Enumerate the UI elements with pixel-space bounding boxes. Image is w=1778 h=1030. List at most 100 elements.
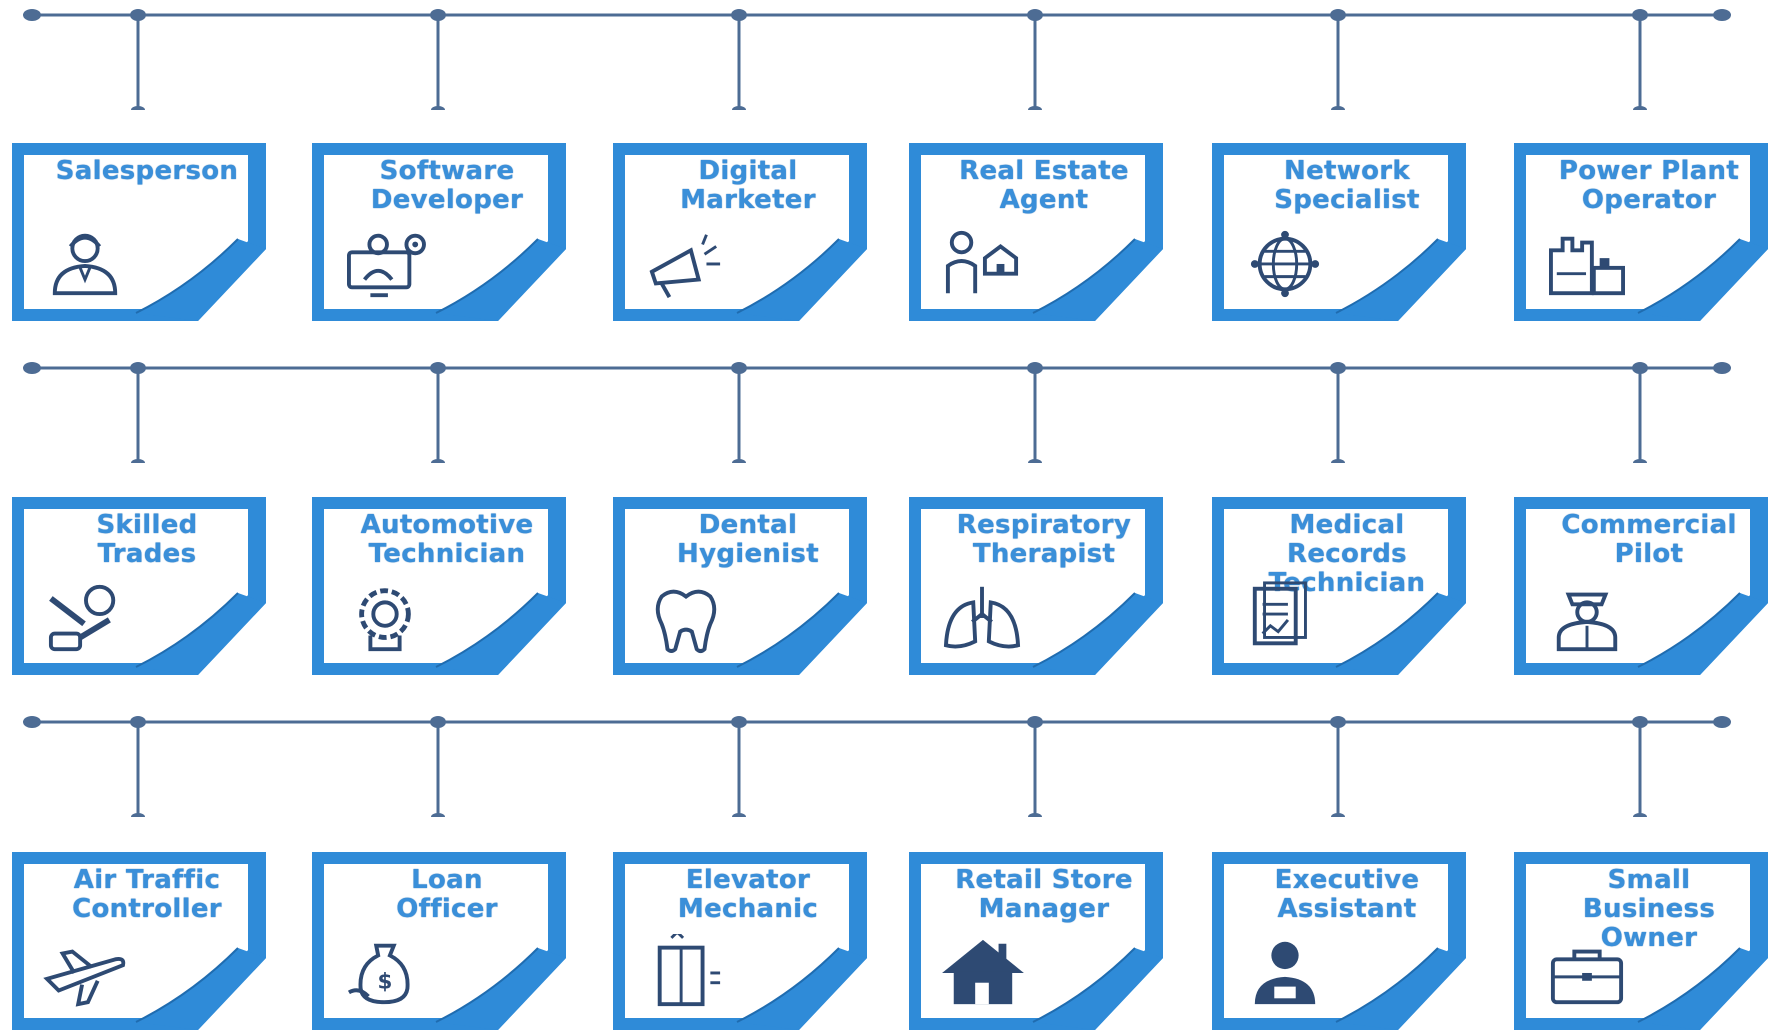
- timeline-line: [23, 362, 1731, 463]
- store-icon: [937, 934, 1027, 1010]
- connector-end: [1331, 813, 1345, 817]
- page-curl: [436, 593, 566, 675]
- connector-end: [1633, 813, 1647, 817]
- card-frame: [312, 497, 566, 675]
- connector-end: [1331, 459, 1345, 463]
- megaphone-icon: [641, 225, 731, 301]
- timeline-line: [23, 9, 1731, 110]
- card-title: Skilled Trades: [96, 510, 198, 569]
- card-title: Elevator Mechanic: [677, 865, 819, 924]
- developer-icon: [340, 225, 430, 301]
- page-curl: [136, 593, 266, 675]
- page-curl: [136, 239, 266, 321]
- card-title: Power Plant Operator: [1558, 156, 1740, 215]
- career-card: Respiratory Therapist: [909, 497, 1163, 675]
- card-title: Small Business Owner: [1582, 865, 1716, 953]
- connector-end: [1028, 813, 1042, 817]
- connector-end: [1331, 106, 1345, 110]
- page-curl: [1638, 948, 1768, 1030]
- card-frame: [1514, 143, 1768, 321]
- connector-end: [1633, 106, 1647, 110]
- career-card: Elevator Mechanic: [613, 852, 867, 1030]
- connector-end: [431, 106, 445, 110]
- card-frame: [613, 143, 867, 321]
- card-title: Software Developer: [370, 156, 524, 215]
- card-frame: [909, 497, 1163, 675]
- connector-end: [732, 106, 746, 110]
- records-icon: [1240, 579, 1330, 655]
- timeline-row-1: [0, 0, 1778, 110]
- card-frame: [613, 497, 867, 675]
- card-title: Real Estate Agent: [959, 156, 1129, 215]
- timeline-endpoint: [23, 716, 41, 728]
- card-frame: [312, 852, 566, 1030]
- card-title: Respiratory Therapist: [956, 510, 1132, 569]
- page-curl: [436, 948, 566, 1030]
- connector-end: [131, 813, 145, 817]
- connector-end: [431, 813, 445, 817]
- person-icon: [40, 225, 130, 301]
- timeline-row-2: [0, 353, 1778, 463]
- career-card: Salesperson: [12, 143, 266, 321]
- career-card: Automotive Technician: [312, 497, 566, 675]
- card-title: Medical Records Technician: [1268, 510, 1426, 598]
- timeline-endpoint: [1713, 9, 1731, 21]
- connector-end: [1028, 106, 1042, 110]
- lungs-icon: [937, 579, 1027, 655]
- page-curl: [1336, 593, 1466, 675]
- connector-end: [1633, 459, 1647, 463]
- page-curl: [737, 239, 867, 321]
- page-curl: [737, 948, 867, 1030]
- agent-icon: [937, 225, 1027, 301]
- career-card: Loan Officer$: [312, 852, 566, 1030]
- briefcase-icon: [1542, 934, 1632, 1010]
- career-card: Software Developer: [312, 143, 566, 321]
- globe-network-icon: [1240, 225, 1330, 301]
- timeline-row-3: [0, 707, 1778, 817]
- card-frame: [12, 852, 266, 1030]
- career-card: Small Business Owner: [1514, 852, 1768, 1030]
- career-card: Medical Records Technician: [1212, 497, 1466, 675]
- page-curl: [436, 239, 566, 321]
- career-card: Commercial Pilot: [1514, 497, 1768, 675]
- connector-end: [131, 106, 145, 110]
- career-card: Real Estate Agent: [909, 143, 1163, 321]
- card-title: Digital Marketer: [680, 156, 816, 215]
- card-frame: [12, 497, 266, 675]
- timeline-endpoint: [1713, 362, 1731, 374]
- svg-text:$: $: [378, 970, 393, 995]
- career-card: Dental Hygienist: [613, 497, 867, 675]
- card-title: Executive Assistant: [1274, 865, 1420, 924]
- career-card: Retail Store Manager: [909, 852, 1163, 1030]
- money-bag-icon: $: [340, 934, 430, 1010]
- career-card: Digital Marketer: [613, 143, 867, 321]
- gear-head-icon: [340, 579, 430, 655]
- connector-end: [732, 813, 746, 817]
- connector-end: [1028, 459, 1042, 463]
- page-curl: [136, 948, 266, 1030]
- card-title: Commercial Pilot: [1561, 510, 1737, 569]
- assistant-icon: [1240, 934, 1330, 1010]
- page-curl: [1336, 239, 1466, 321]
- card-frame: [1514, 852, 1768, 1030]
- page-curl: [1033, 239, 1163, 321]
- career-card: Network Specialist: [1212, 143, 1466, 321]
- card-title: Automotive Technician: [360, 510, 534, 569]
- page-curl: [1638, 593, 1768, 675]
- connector-end: [131, 459, 145, 463]
- page-curl: [1336, 948, 1466, 1030]
- card-title: Retail Store Manager: [955, 865, 1133, 924]
- card-title: Dental Hygienist: [677, 510, 819, 569]
- page-curl: [737, 593, 867, 675]
- card-title: Salesperson: [55, 156, 239, 186]
- timeline-endpoint: [23, 9, 41, 21]
- factory-icon: [1542, 225, 1632, 301]
- timeline-endpoint: [23, 362, 41, 374]
- card-title: Network Specialist: [1274, 156, 1420, 215]
- tools-icon: [40, 579, 130, 655]
- career-card: Air Traffic Controller: [12, 852, 266, 1030]
- career-card: Executive Assistant: [1212, 852, 1466, 1030]
- timeline-endpoint: [1713, 716, 1731, 728]
- elevator-icon: [641, 929, 731, 1010]
- page-curl: [1638, 239, 1768, 321]
